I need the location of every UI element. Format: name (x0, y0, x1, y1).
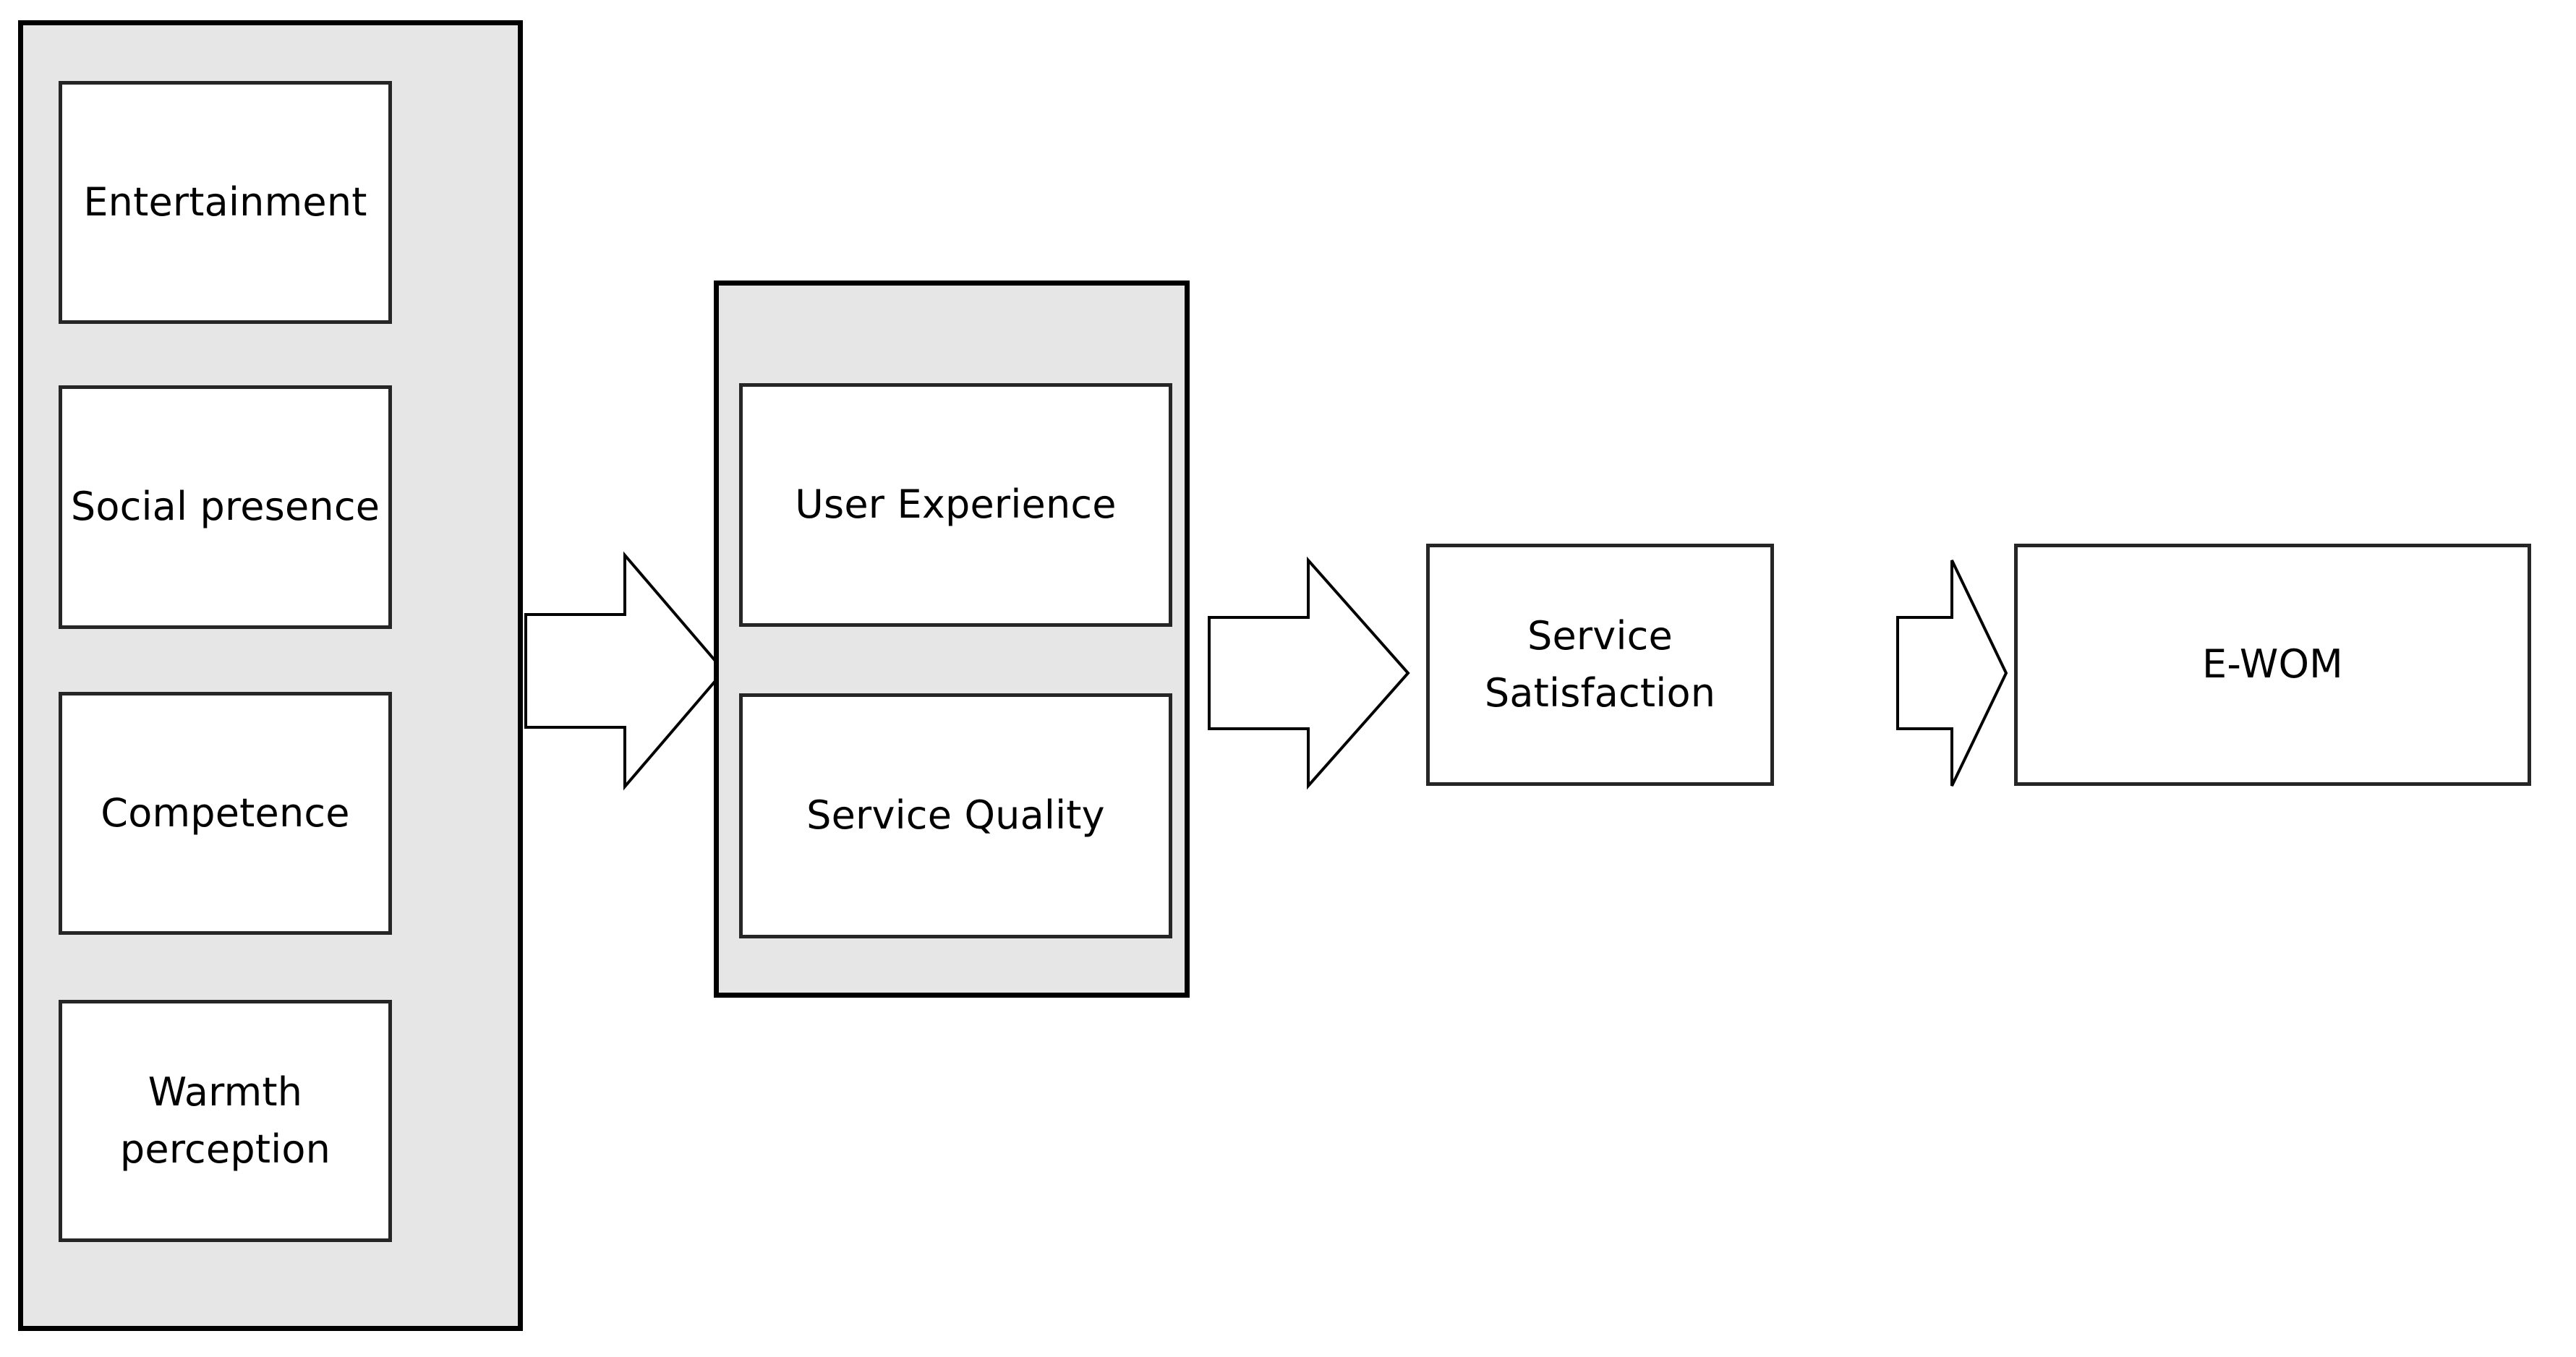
right-arrow-icon (1896, 560, 2008, 787)
node-e-wom-label: E-WOM (2202, 641, 2343, 688)
node-competence-label: Competence (101, 789, 350, 836)
node-service-quality-label: Service Quality (806, 792, 1105, 839)
node-warmth-perception-label: Warmth perception (119, 1069, 331, 1172)
arrow-mediators-to-satisfaction (1208, 556, 1410, 790)
node-service-quality[interactable]: Service Quality (739, 693, 1172, 938)
right-arrow-icon (524, 551, 726, 791)
node-entertainment[interactable]: Entertainment (59, 81, 392, 324)
node-warmth-perception[interactable]: Warmth perception (59, 1000, 392, 1242)
right-arrow-icon (1208, 556, 1410, 790)
node-service-satisfaction-label: Service Satisfaction (1484, 613, 1716, 716)
node-social-presence[interactable]: Social presence (59, 385, 392, 629)
arrow-satisfaction-to-outcome (1896, 560, 2008, 787)
node-user-experience-label: User Experience (795, 481, 1117, 528)
arrow-antecedents-to-mediators (524, 551, 726, 791)
node-social-presence-label: Social presence (70, 484, 380, 530)
node-service-satisfaction[interactable]: Service Satisfaction (1426, 544, 1774, 786)
node-e-wom[interactable]: E-WOM (2014, 544, 2531, 786)
node-competence[interactable]: Competence (59, 692, 392, 935)
node-entertainment-label: Entertainment (83, 179, 367, 225)
node-user-experience[interactable]: User Experience (739, 383, 1172, 627)
